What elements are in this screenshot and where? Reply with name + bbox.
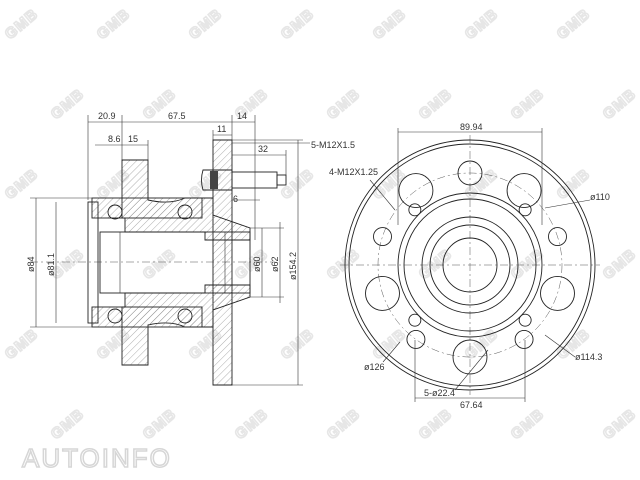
wheel-stud-tip <box>276 174 287 186</box>
dim-d84: ø84 <box>26 256 36 272</box>
center-bore <box>442 237 498 293</box>
bearing-inner <box>403 198 537 332</box>
gmb-watermark: GMB <box>370 6 410 43</box>
side-view: 20.9 67.5 14 8.6 15 11 32 5-M12X1.5 4-M1… <box>26 111 378 386</box>
large-hole <box>540 275 575 311</box>
dim-14: 14 <box>237 111 247 121</box>
dim-d114-3: ø114.3 <box>575 352 602 362</box>
large-hole <box>452 339 488 375</box>
dim-67-64: 67.64 <box>460 400 483 410</box>
dim-32: 32 <box>258 144 268 154</box>
bearing-ring-lower <box>91 306 203 328</box>
gmb-watermark: GMB <box>600 246 640 283</box>
gmb-watermark: GMB <box>94 6 134 43</box>
dim-8-6: 8.6 <box>108 134 121 144</box>
gmb-watermark: GMB <box>462 6 502 43</box>
bolt-hole <box>518 313 532 327</box>
dim-d126: ø126 <box>364 362 385 372</box>
gmb-watermark: GMB <box>278 326 318 363</box>
stud-hole <box>406 329 426 349</box>
stud-hole <box>514 329 534 349</box>
bolt-hole <box>518 203 532 217</box>
flange-outer <box>344 139 596 391</box>
hub-pilot-inner <box>429 224 511 306</box>
ball <box>177 308 193 324</box>
large-hole <box>398 173 434 209</box>
gmb-watermark: GMB <box>600 86 640 123</box>
dim-d154-2: ø154.2 <box>288 252 298 280</box>
autoinfo-logo: AUTOINFO <box>22 443 172 473</box>
dim-d81-1: ø81.1 <box>46 253 56 276</box>
wheel-holes <box>365 160 575 375</box>
seal <box>87 201 99 324</box>
gmb-watermark: GMB <box>48 406 88 443</box>
ball <box>107 204 123 220</box>
gmb-watermark: GMB <box>370 326 410 363</box>
dim-d110: ø110 <box>590 192 610 202</box>
gmb-watermark: GMB <box>416 406 456 443</box>
dimension-lines <box>30 115 310 386</box>
front-view: 89.94 ø110 ø126 ø114.3 5-ø22.4 67.64 <box>340 122 610 410</box>
gmb-watermark: GMB <box>2 6 42 43</box>
dim-67-5: 67.5 <box>168 111 186 121</box>
gmb-watermark: GMB <box>278 6 318 43</box>
gmb-watermark: GMB <box>508 86 548 123</box>
bearing-ring-upper <box>91 197 203 219</box>
stud-hole <box>457 160 483 186</box>
gmb-watermark: GMB <box>2 166 42 203</box>
dim-d60: ø60 <box>252 256 262 272</box>
gmb-watermark: GMB <box>324 406 364 443</box>
bolt-hole <box>408 203 422 217</box>
flange-edge <box>348 143 592 387</box>
dim-d62: ø62 <box>270 256 280 272</box>
gmb-watermark: GMB <box>324 246 364 283</box>
dimension-lines <box>369 128 591 402</box>
gmb-watermark: GMB <box>324 86 364 123</box>
gmb-watermark: GMB <box>140 246 180 283</box>
gmb-watermark: GMB <box>554 6 594 43</box>
dim-15: 15 <box>128 134 138 144</box>
ball <box>177 204 193 220</box>
hub-pilot-outer <box>421 216 519 314</box>
dim-11: 11 <box>217 124 226 134</box>
gmb-watermark: GMB <box>2 326 42 363</box>
gmb-watermark: GMB <box>508 406 548 443</box>
large-hole <box>365 275 400 311</box>
gmb-watermark: GMB <box>278 166 318 203</box>
gmb-watermarks: GMB GMB GMB GMB GMB GMB GMB GMB GMB GMB GMB GMB GMB G… <box>1 5 640 444</box>
bolt-hole <box>408 313 422 327</box>
bore <box>99 231 251 294</box>
gmb-watermark: GMB <box>232 406 272 443</box>
dim-20-9: 20.9 <box>98 111 116 121</box>
dim-bolt-thread: 4-M12X1.25 <box>329 167 378 177</box>
stud-knurl <box>210 171 218 189</box>
gmb-watermark: GMB <box>186 6 226 43</box>
dim-hole-diameter: 5-ø22.4 <box>424 388 455 398</box>
ball <box>107 308 123 324</box>
stud-hole <box>373 227 392 247</box>
gmb-watermark: GMB <box>600 406 640 443</box>
pitch-circle <box>377 172 563 358</box>
bearing-outer <box>397 192 543 338</box>
wheel-stud <box>231 171 278 189</box>
gmb-watermark: GMB <box>140 406 180 443</box>
gmb-watermark: GMB <box>48 86 88 123</box>
gmb-watermark: GMB <box>416 86 456 123</box>
dim-6: 6 <box>233 194 238 204</box>
wheel-stud-head <box>201 169 233 191</box>
large-hole <box>506 173 542 209</box>
dim-89-94: 89.94 <box>460 122 483 132</box>
stud-hole <box>548 227 567 247</box>
dim-stud-thread: 5-M12X1.5 <box>311 140 355 150</box>
